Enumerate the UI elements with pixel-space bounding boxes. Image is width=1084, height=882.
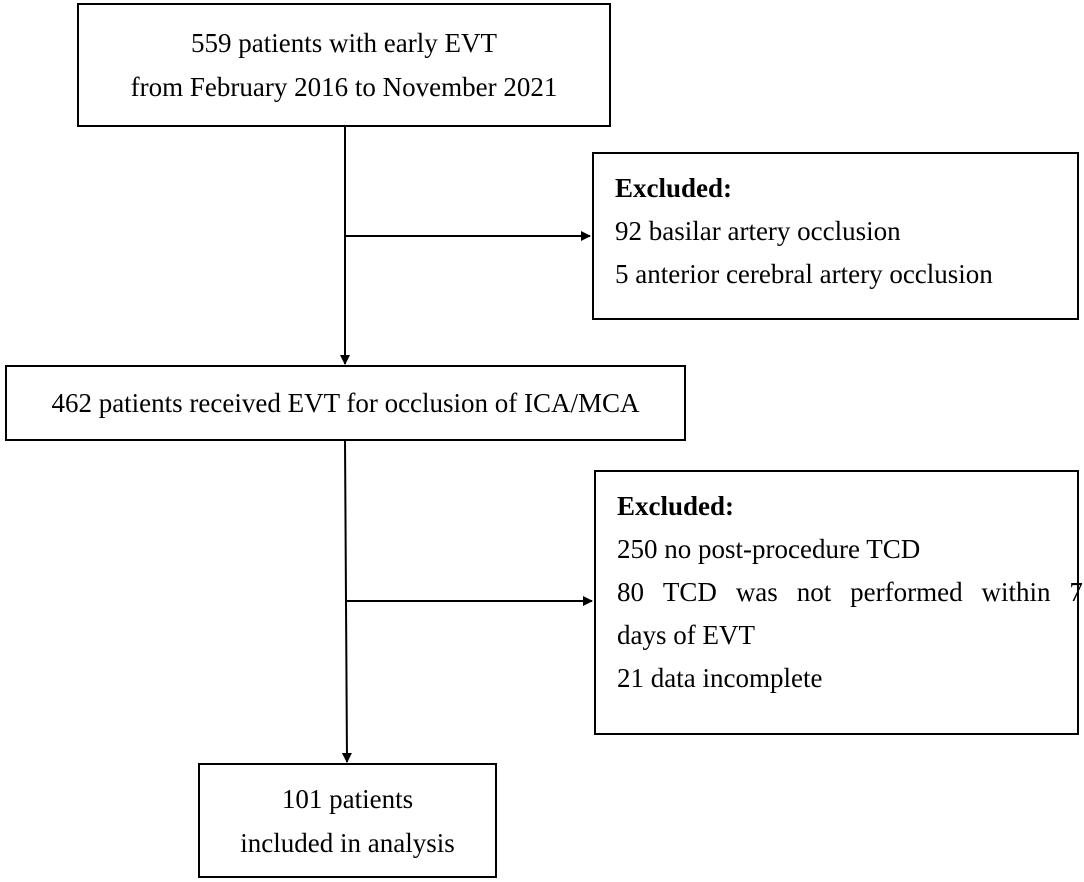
exclusion-box-2: Excluded: 250 no post-procedure TCD 80 T… [594,470,1083,735]
start-box: 559 patients with early EVT from Februar… [77,3,611,127]
middle-text: 462 patients received EVT for occlusion … [51,388,640,418]
start-line-1: 559 patients with early EVT [191,28,497,58]
exclusion-2-item-1: 250 no post-procedure TCD [617,534,921,564]
exclusion-2-item-2-word: performed [850,577,963,607]
exclusion-box-1: Excluded: 92 basilar artery occlusion 5 … [592,152,1079,320]
exclusion-2-item-2-word: 80 [617,577,644,607]
exclusion-2-item-2-word: within [981,577,1051,607]
exclusion-2-item-2-word: not [796,577,832,607]
middle-box: 462 patients received EVT for occlusion … [5,365,686,441]
final-line-2: included in analysis [240,827,455,858]
exclusion-2-heading: Excluded: [617,491,735,521]
final-box: 101 patients included in analysis [198,763,497,878]
exclusion-1-heading: Excluded: [615,173,733,203]
exclusion-2-item-2: 80 TCD was not performed within 7 [617,571,1083,614]
exclusion-1-item-1: 92 basilar artery occlusion [615,216,901,246]
start-line-2: from February 2016 to November 2021 [130,72,558,102]
exclusion-2-item-2-word: TCD [662,577,717,607]
exclusion-2-item-2-word: was [735,577,778,607]
exclusion-1-item-2: 5 anterior cerebral artery occlusion [615,259,993,289]
exclusion-2-item-2-continued: days of EVT [617,620,755,650]
exclusion-2-item-2-word: 7 [1069,577,1083,607]
exclusion-2-item-3: 21 data incomplete [617,663,823,693]
final-line-1: 101 patients [281,783,414,814]
